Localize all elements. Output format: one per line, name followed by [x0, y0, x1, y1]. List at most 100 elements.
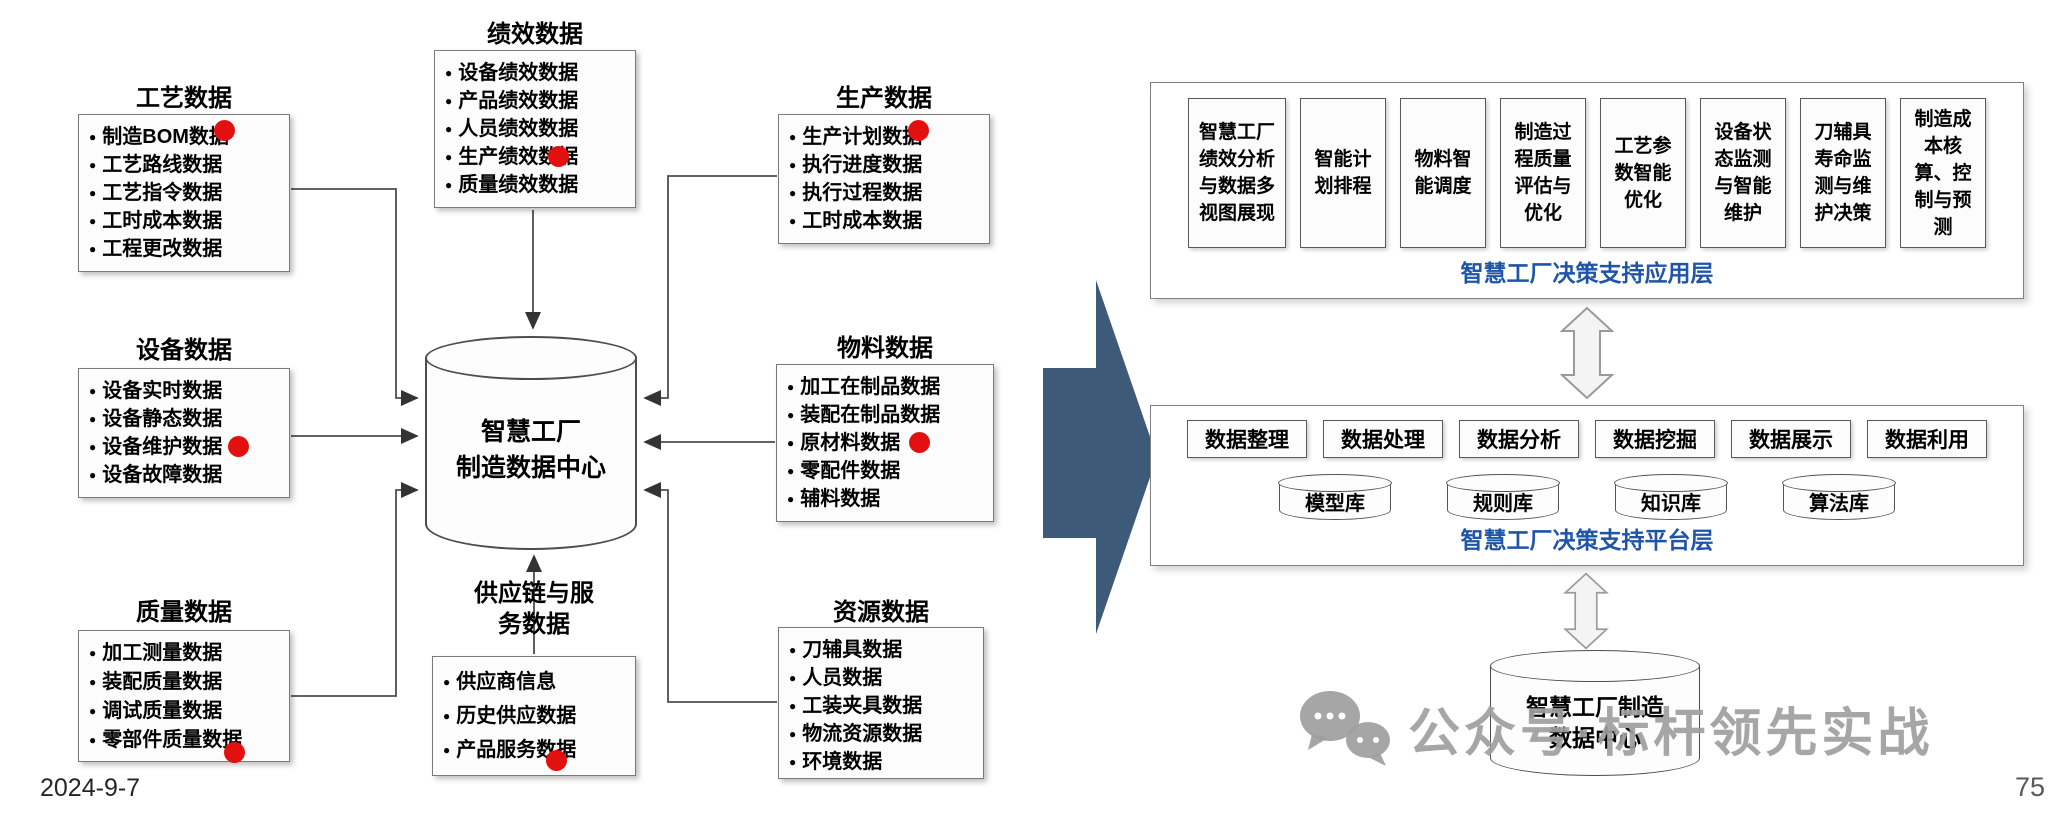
wechat-icon [1300, 691, 1390, 766]
data-item-label: 产品绩效数据 [458, 90, 579, 112]
data-item-label: 工装夹具数据 [802, 695, 923, 717]
red-dot-marker [546, 750, 567, 771]
group-box-quality: ●加工测量数据●装配质量数据●调试质量数据●零部件质量数据 [78, 630, 290, 762]
data-item-label: 执行进度数据 [802, 154, 923, 176]
data-item: ● 物流资源数据 [789, 720, 983, 748]
data-item: ●供应商信息 [443, 665, 635, 699]
data-item-label: 零配件数据 [800, 460, 901, 482]
platform-layer-panel: 数据整理数据处理数据分析数据挖掘数据展示数据利用 模型库规则库知识库算法库 智慧… [1150, 405, 2024, 566]
data-item: ●工程更改数据 [89, 235, 289, 263]
bullet-icon: ● [789, 158, 797, 172]
connector-resource-to-hub [643, 481, 777, 703]
data-item: ● 原材料数据 [787, 429, 993, 457]
bullet-icon: ● [787, 464, 795, 478]
bullet-icon: ● [89, 158, 97, 172]
platform-function-box: 数据挖掘 [1595, 420, 1715, 458]
connector-process-to-hub [291, 188, 419, 407]
app-layer-caption: 智慧工厂决策支持应用层 [1460, 260, 1714, 286]
bullet-icon: ● [89, 214, 97, 228]
data-item-label: 设备绩效数据 [458, 62, 579, 84]
data-center-cylinder: 智慧工厂制造 数据中心 [1490, 650, 1700, 776]
bullet-icon: ● [789, 727, 797, 741]
data-item: ●设备实时数据 [89, 377, 289, 405]
bullet-icon: ● [789, 130, 797, 144]
red-dot-marker [548, 146, 569, 167]
data-item-label: 设备实时数据 [102, 380, 223, 402]
group-title-production: 生产数据 [836, 85, 932, 112]
data-item: ●制造BOM数据 [89, 123, 289, 151]
group-box-resource: ●刀辅具数据●人员数据●工装夹具数据●物流资源数据●环境数据 [778, 627, 984, 779]
group-box-process: ●制造BOM数据●工艺路线数据●工艺指令数据●工时成本数据●工程更改数据 [78, 114, 290, 272]
data-center-label-line2: 数据中心 [1549, 725, 1641, 751]
data-item-label: 工艺路线数据 [102, 154, 223, 176]
bullet-icon: ● [89, 675, 97, 689]
app-module-box: 设备状态监测与智能维护 [1700, 98, 1786, 248]
bullet-icon: ● [445, 94, 453, 108]
bullet-icon: ● [787, 492, 795, 506]
data-item: ●加工测量数据 [89, 639, 289, 668]
data-item-label: 辅料数据 [800, 488, 881, 510]
data-item: ●历史供应数据 [443, 699, 635, 733]
data-item-label: 环境数据 [802, 751, 883, 773]
bullet-icon: ● [787, 436, 795, 450]
app-module-box: 物料智能调度 [1400, 98, 1486, 248]
data-item: ●加工在制品数据 [787, 373, 993, 401]
data-item-label: 历史供应数据 [456, 705, 577, 727]
red-dot-marker [228, 436, 249, 457]
bullet-icon: ● [445, 178, 453, 192]
platform-function-box: 数据展示 [1731, 420, 1851, 458]
data-item: ●生产计划数据 [789, 123, 989, 151]
cylinder-body [425, 358, 637, 550]
red-dot-marker [909, 432, 930, 453]
bullet-icon: ● [789, 671, 797, 685]
bullet-icon: ● [787, 380, 795, 394]
data-item: ● 辅料数据 [787, 485, 993, 513]
cylinder-top [1490, 650, 1700, 682]
group-title-performance: 绩效数据 [487, 21, 583, 48]
connector-production-to-hub [643, 175, 777, 407]
data-item: ●环境数据 [789, 748, 983, 776]
app-module-box: 智慧工厂绩效分析与数据多视图展现 [1188, 98, 1286, 248]
platform-function-box: 数据分析 [1459, 420, 1579, 458]
bullet-icon: ● [89, 440, 97, 454]
platform-layer-caption: 智慧工厂决策支持平台层 [1460, 527, 1714, 553]
data-item: ●产品服务数据 [443, 733, 635, 767]
data-item: ● 执行进度数据 [789, 151, 989, 179]
data-item: ●零部件质量数据 [89, 726, 289, 755]
group-title-material: 物料数据 [837, 335, 933, 362]
data-item-label: 调试质量数据 [102, 700, 223, 722]
bullet-icon: ● [89, 412, 97, 426]
app-module-box: 制造过程质量评估与优化 [1500, 98, 1586, 248]
red-dot-marker [214, 120, 235, 141]
cylinder-top [425, 336, 637, 380]
bullet-icon: ● [789, 699, 797, 713]
data-item-label: 设备维护数据 [102, 436, 223, 458]
data-item-label: 零部件质量数据 [102, 729, 243, 751]
data-item: ● 调试质量数据 [89, 697, 289, 726]
data-item: ● 设备维护数据 [89, 433, 289, 461]
page-number: 75 [2014, 772, 2045, 802]
data-item: ●设备静态数据 [89, 405, 289, 433]
data-item-label: 物流资源数据 [802, 723, 923, 745]
data-item-label: 原材料数据 [800, 432, 901, 454]
bullet-icon: ● [89, 186, 97, 200]
data-center-label: 智慧工厂制造 数据中心 [1490, 692, 1700, 754]
data-item-label: 工时成本数据 [102, 210, 223, 232]
group-title-process: 工艺数据 [136, 85, 232, 112]
repository-cylinder: 模型库 [1278, 474, 1392, 520]
group-box-material: ●加工在制品数据●装配在制品数据●原材料数据●零配件数据●辅料数据 [776, 364, 994, 522]
platform-function-box: 数据处理 [1323, 420, 1443, 458]
slide-date: 2024-9-7 [40, 774, 141, 802]
red-dot-marker [908, 120, 929, 141]
data-item-label: 装配在制品数据 [800, 404, 941, 426]
app-modules-row: 智慧工厂绩效分析与数据多视图展现智能计划排程物料智能调度制造过程质量评估与优化工… [1151, 83, 2023, 248]
group-title-equipment: 设备数据 [136, 337, 232, 364]
data-item: ● 零配件数据 [787, 457, 993, 485]
bullet-icon: ● [445, 122, 453, 136]
bullet-icon: ● [89, 704, 97, 718]
cylinder-body [1490, 666, 1700, 776]
data-item: ● 产品绩效数据 [445, 87, 635, 115]
bullet-icon: ● [443, 675, 451, 689]
bullet-icon: ● [89, 468, 97, 482]
